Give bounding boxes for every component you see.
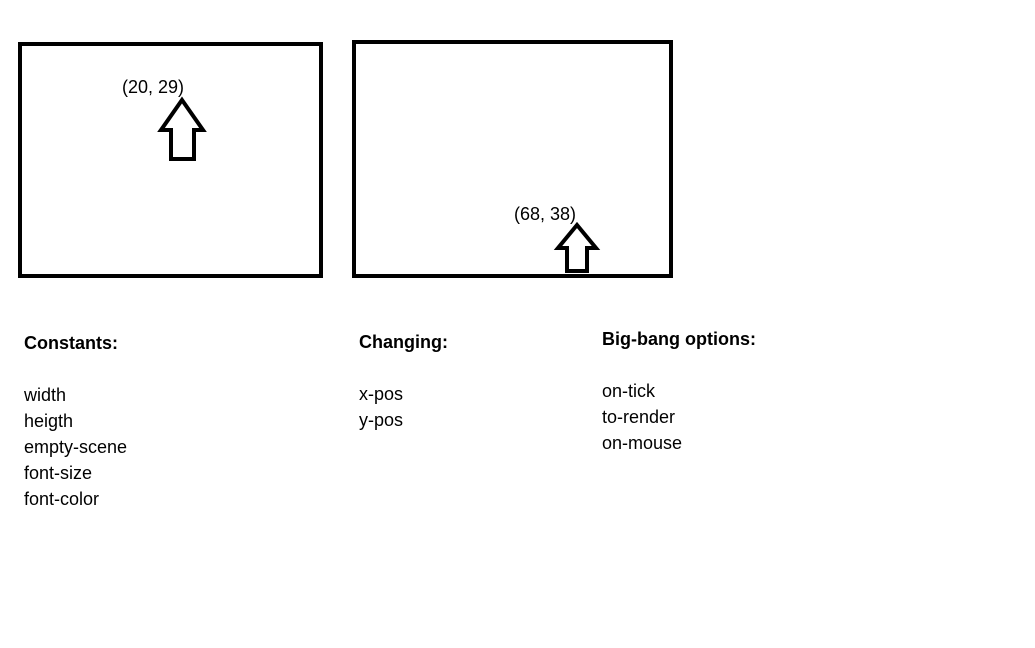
scene-frame-2 bbox=[352, 40, 673, 278]
constants-item: empty-scene bbox=[24, 437, 128, 457]
constants-item: font-color bbox=[24, 489, 100, 509]
big-bang-options-section: Big-bang options: on-tick to-render on-m… bbox=[602, 326, 756, 456]
constants-item: heigth bbox=[24, 411, 74, 431]
big-bang-option-item: on-tick bbox=[602, 381, 656, 401]
constants-item: width bbox=[24, 385, 67, 405]
big-bang-option-item: to-render bbox=[602, 407, 676, 427]
changing-item: y-pos bbox=[359, 410, 404, 430]
big-bang-options-heading: Big-bang options: bbox=[602, 329, 756, 349]
constants-heading: Constants: bbox=[24, 333, 118, 353]
big-bang-option-item: on-mouse bbox=[602, 433, 683, 453]
big-bang-options-list: on-tick to-render on-mouse bbox=[602, 378, 756, 456]
changing-heading: Changing: bbox=[359, 332, 448, 352]
changing-item: x-pos bbox=[359, 384, 404, 404]
coordinate-label-1: (20, 29) bbox=[122, 77, 185, 97]
constants-section: Constants: width heigth empty-scene font… bbox=[24, 330, 127, 512]
up-arrow-icon bbox=[157, 96, 207, 161]
constants-list: width heigth empty-scene font-size font-… bbox=[24, 382, 127, 512]
coordinate-label-2: (68, 38) bbox=[514, 204, 577, 224]
changing-list: x-pos y-pos bbox=[359, 381, 448, 433]
changing-section: Changing: x-pos y-pos bbox=[359, 329, 448, 433]
constants-item: font-size bbox=[24, 463, 93, 483]
up-arrow-icon bbox=[553, 221, 601, 273]
